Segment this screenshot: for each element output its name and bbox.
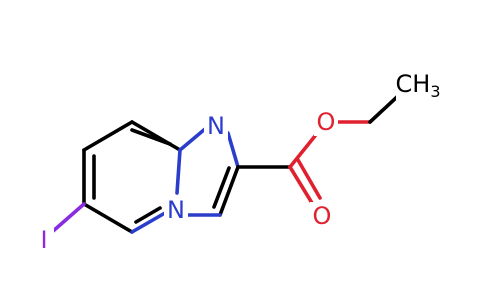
n1-label-background	[204, 112, 228, 140]
bond-c5-n4	[130, 211, 167, 234]
bond-c6-i	[50, 202, 86, 234]
bond-c8a-n1	[178, 127, 207, 152]
bond-ccarbonyl-oether	[288, 134, 317, 169]
bond-c2-c3	[218, 165, 240, 217]
bond-ccarbonyl-ocarbonyl-b	[296, 158, 322, 200]
o-carbonyl-label-background	[310, 202, 334, 230]
bond-n1-c2	[226, 131, 240, 169]
bond-c8-c7	[82, 120, 134, 152]
oxygen-carbonyl-label: O	[313, 202, 332, 230]
bond-c8a-c8	[130, 120, 182, 152]
bond-c6-c5	[82, 202, 134, 234]
methyl-subscript-label: 3	[430, 82, 440, 101]
methyl-ch-label: CH	[396, 70, 431, 98]
nitrogen-1-label: N	[207, 112, 225, 140]
iodine-label: I	[40, 226, 47, 254]
bond-ch2-ch3	[368, 94, 400, 124]
o-ether-label-background	[314, 108, 338, 136]
double-bond-c8a-c8-inner	[130, 128, 172, 146]
methyl-label-background	[396, 70, 452, 100]
bond-n4-c8a	[175, 148, 182, 195]
bond-ccarbonyl-ocarbonyl-a	[288, 165, 314, 205]
iodine-label-background	[34, 226, 54, 254]
methyl-label: CH3	[396, 70, 441, 101]
n4-label-background	[164, 196, 188, 224]
double-bond-c2-c3-inner	[212, 166, 231, 209]
nitrogen-4-label: N	[167, 196, 185, 224]
oxygen-ether-label: O	[317, 108, 336, 136]
double-bond-c5-n4-inner	[134, 206, 162, 224]
